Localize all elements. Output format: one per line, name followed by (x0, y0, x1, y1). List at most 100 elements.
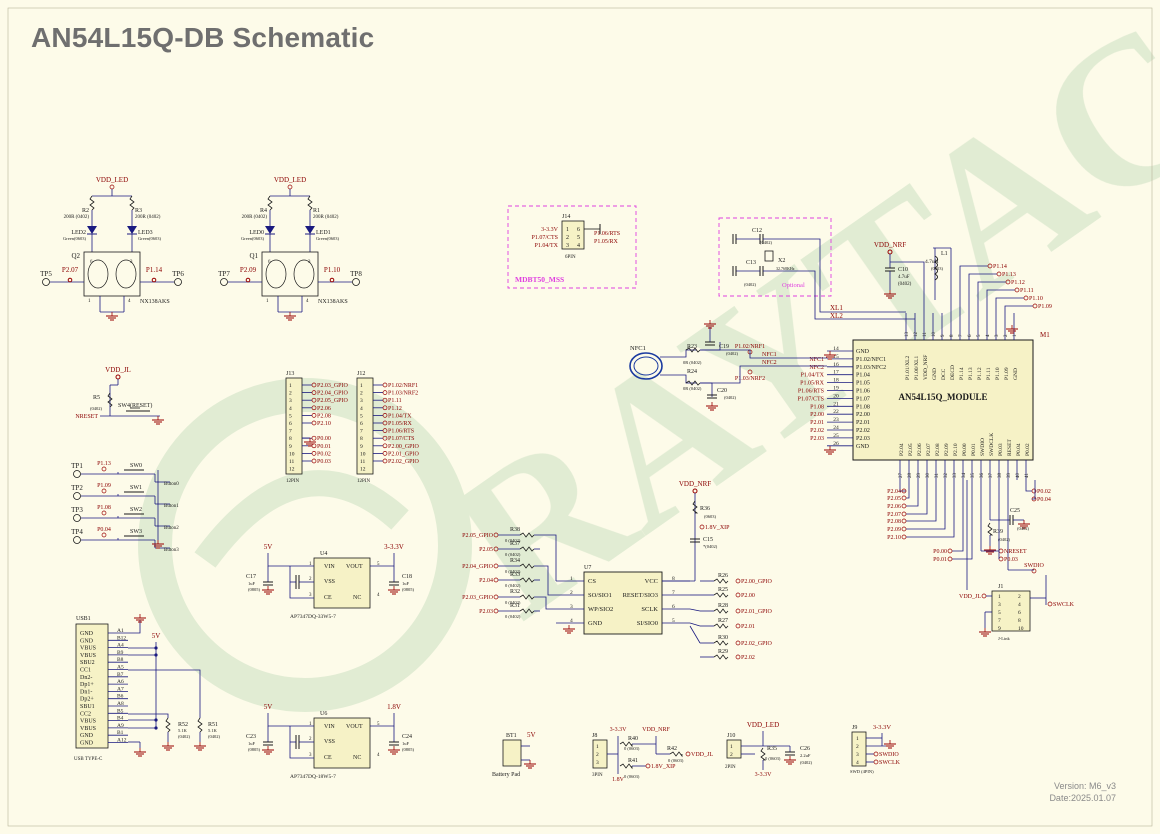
pin-number: 4 (289, 406, 292, 412)
rail-label: 3-3.3V (873, 724, 892, 731)
pin-number: 2 (289, 391, 292, 397)
net-label: P2.01 (810, 420, 824, 426)
resistor-ref: R32 (510, 589, 520, 595)
connector-body (991, 590, 1031, 632)
pin-number: A7 (117, 686, 124, 692)
net-label: P1.07/CTS (531, 235, 558, 241)
pin-number: 2 (566, 235, 569, 241)
net-label: P2.02 (741, 655, 755, 661)
button-label: Buton3 (164, 548, 179, 553)
net-port (1032, 303, 1038, 309)
wire (519, 546, 535, 552)
led-value: Green(0603) (63, 236, 86, 241)
net-label: P1.05/RX (388, 421, 413, 427)
wire (165, 717, 171, 733)
pin-name: P2.06 (917, 443, 923, 456)
net-label: P2.06 (317, 406, 331, 412)
net-label: P1.04/TX (388, 413, 412, 419)
net-label: P2.00 (810, 412, 824, 418)
rail-label: VDD_LED (96, 176, 128, 184)
net-label: P2.01 (741, 624, 755, 630)
rail-label: 5V (264, 703, 273, 711)
net-label: P2.07 (62, 266, 79, 274)
resistor-value: (0402) (998, 537, 1010, 542)
pin-number: 6 (577, 227, 580, 233)
pin-number: 8 (289, 436, 292, 442)
pin-name: P2.05 (908, 443, 914, 456)
capacitor-ref: C10 (898, 267, 908, 273)
capacitor-value: 1uF (402, 741, 410, 746)
capacitor-value: (0402) (898, 282, 912, 287)
pin-number: 2 (596, 752, 599, 758)
net-port (382, 413, 388, 418)
pin-number: 3 (596, 760, 599, 766)
net-label: P1.07/CTS (388, 436, 415, 442)
pin-name: GND (1013, 368, 1019, 380)
pin-name: VDD_NRF (923, 355, 929, 380)
pin-number: 1 (309, 562, 312, 567)
net-port (382, 382, 388, 388)
resistor-ref: R30 (718, 635, 728, 641)
inductor-ref: L1 (941, 251, 948, 257)
wire (534, 565, 556, 596)
pin-number: B7 (117, 672, 124, 678)
nfc-antenna (629, 352, 663, 380)
connector-ref: J1 (998, 584, 1003, 590)
pin-name: P2.00 (856, 412, 870, 418)
pin-number: B9 (117, 650, 124, 656)
pin-number: A8 (117, 701, 124, 707)
net-port (311, 405, 317, 411)
mosfet-channel (293, 259, 315, 289)
net-label: P1.12 (1011, 280, 1025, 286)
net-port (735, 623, 741, 629)
wire (906, 480, 910, 499)
pin-name: P2.07 (926, 443, 932, 456)
capacitor-value: (0805) (402, 587, 414, 592)
connector-ref: USB1 (76, 616, 91, 622)
led-symbol (87, 226, 97, 234)
net-label: P2.03 (810, 436, 824, 442)
wire (107, 392, 113, 408)
net-label: P1.14 (146, 266, 163, 274)
pin-number: 22 (833, 409, 839, 415)
test-point (174, 278, 182, 286)
resistor-ref: R4 (260, 208, 267, 214)
net-port (998, 548, 1004, 554)
led-symbol (127, 226, 137, 234)
resistor-ref: R33 (510, 572, 520, 578)
net-port (311, 435, 317, 441)
connector-ref: J12 (357, 371, 365, 377)
resistor-ref: R2 (82, 208, 89, 214)
pin-number: 3 (995, 334, 1000, 337)
pin-number: 7 (360, 429, 363, 435)
net-label: P2.06 (887, 504, 901, 510)
pin-number: 4 (570, 618, 573, 624)
pin-name: P1.07 (856, 396, 870, 402)
net-label: P2.04 (479, 578, 493, 584)
net-label: 1.8V_XIP (651, 764, 676, 770)
pin-number: 39 (1007, 473, 1012, 479)
wire (713, 654, 729, 660)
pin-name: P1.12 (977, 367, 983, 380)
wire (890, 261, 925, 313)
capacitor-value: (0805) (248, 587, 260, 592)
rail-label: 5V (152, 632, 161, 640)
pin-number: 6 (1018, 610, 1021, 616)
wire (685, 347, 701, 353)
pin-number: 4 (1018, 602, 1021, 608)
pin-number: 28 (908, 473, 913, 479)
net-label: P2.01_GPIO (388, 451, 420, 457)
pin-name: VSS (324, 579, 335, 585)
net-port (101, 532, 107, 538)
connector-type: 12PIN (286, 479, 299, 484)
pin-number: 9 (360, 444, 363, 450)
net-port (382, 420, 388, 426)
resistor-value: 5.1K (178, 728, 188, 733)
pin-name: SBU2 (80, 660, 95, 666)
resistor-value: (0603) (704, 514, 716, 519)
pin-number: 2 (856, 744, 859, 750)
pin-name: P2.02 (856, 428, 870, 434)
regulator-part: AP7347DQ-33W5-7 (290, 614, 336, 620)
battery-pad-body (502, 739, 522, 767)
resistor-ref: R40 (628, 736, 638, 742)
